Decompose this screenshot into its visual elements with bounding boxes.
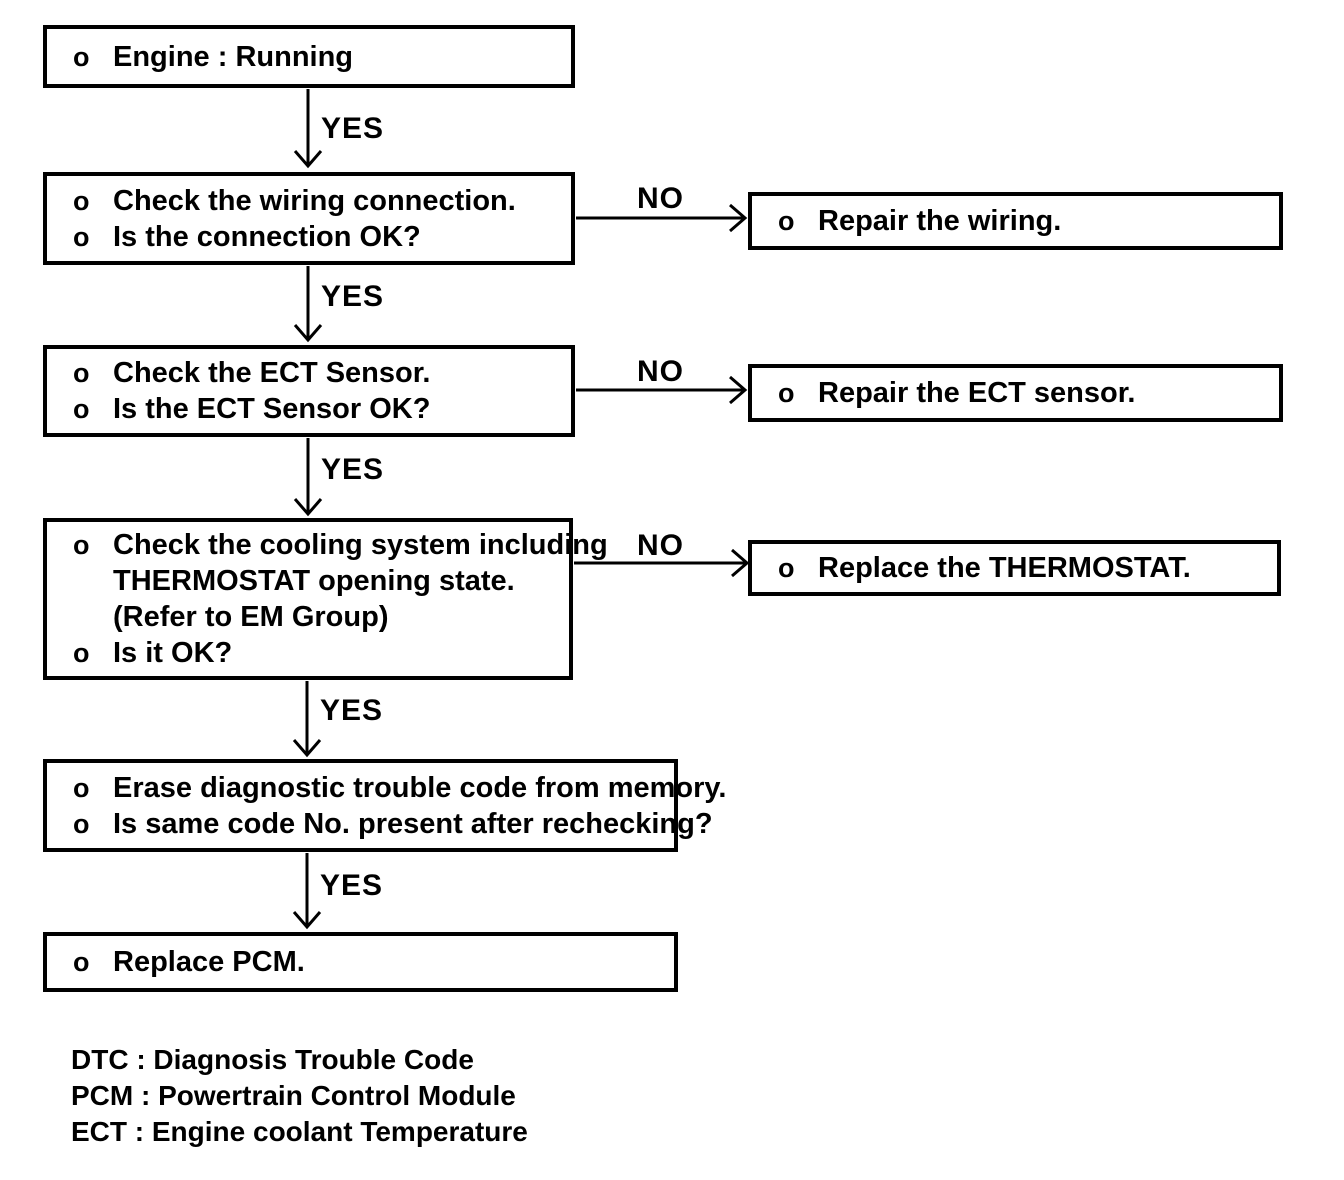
node-repair-ect-sensor: o Repair the ECT sensor. (748, 364, 1283, 422)
node-line: o Is same code No. present after recheck… (47, 806, 713, 842)
bullet-marker: o (73, 358, 90, 388)
bullet-marker: o (778, 553, 795, 583)
label-yes-4: YES (320, 694, 384, 727)
bullet-marker: o (73, 772, 90, 803)
node-line: o Replace PCM. (47, 944, 674, 980)
arrow-yes-5 (292, 853, 322, 930)
node-text: THERMOSTAT opening state. (113, 565, 515, 597)
arrow-yes-1 (293, 89, 323, 169)
node-text: Replace the THERMOSTAT. (818, 552, 1191, 584)
node-text: (Refer to EM Group) (113, 601, 389, 633)
node-text: Is the connection OK? (113, 220, 421, 253)
abbreviation-legend: DTC : Diagnosis Trouble Code PCM : Power… (71, 1042, 528, 1150)
node-text: Is same code No. present after recheckin… (113, 807, 713, 840)
node-text: Check the wiring connection. (113, 184, 516, 217)
node-line: o Is it OK? (47, 635, 569, 671)
legend-pcm: PCM : Powertrain Control Module (71, 1080, 516, 1111)
label-yes-3: YES (321, 453, 385, 486)
node-erase-dtc: o Erase diagnostic trouble code from mem… (43, 759, 726, 852)
arrow-yes-2 (293, 266, 323, 343)
node-text: Is it OK? (113, 637, 233, 669)
arrow-yes-4 (292, 681, 322, 758)
node-line: o Check the ECT Sensor. (47, 355, 571, 391)
node-text: Replace PCM. (113, 946, 305, 978)
node-check-ect-sensor: o Check the ECT Sensor. o Is the ECT Sen… (43, 345, 575, 437)
node-line: (Refer to EM Group) (47, 599, 569, 635)
node-line: o Replace the THERMOSTAT. (752, 550, 1277, 586)
legend-ect: ECT : Engine coolant Temperature (71, 1116, 528, 1147)
bullet-marker: o (73, 394, 90, 424)
node-line: o Is the connection OK? (47, 219, 571, 255)
bullet-marker: o (73, 808, 90, 839)
label-no-1: NO (637, 182, 684, 215)
node-text: Check the ECT Sensor. (113, 357, 431, 389)
bullet-marker: o (73, 530, 90, 560)
node-line: o Repair the wiring. (752, 203, 1279, 239)
node-text: Repair the wiring. (818, 205, 1062, 237)
node-text: Engine : Running (113, 40, 354, 73)
bullet-marker: o (73, 638, 90, 668)
node-line: o Repair the ECT sensor. (752, 375, 1279, 411)
bullet-marker: o (778, 206, 795, 236)
node-line: o Is the ECT Sensor OK? (47, 391, 571, 427)
bullet-marker: o (778, 378, 795, 408)
node-line: o Check the cooling system including (47, 527, 608, 563)
bullet-marker: o (73, 221, 90, 252)
node-engine-running: o Engine : Running (43, 25, 575, 88)
label-yes-2: YES (321, 280, 385, 313)
arrow-yes-3 (293, 438, 323, 517)
node-text: Is the ECT Sensor OK? (113, 393, 431, 425)
node-replace-pcm: o Replace PCM. (43, 932, 678, 992)
label-yes-5: YES (320, 869, 384, 902)
node-line: THERMOSTAT opening state. (47, 563, 569, 599)
legend-dtc: DTC : Diagnosis Trouble Code (71, 1044, 474, 1075)
node-text: Repair the ECT sensor. (818, 377, 1136, 409)
node-line: o Check the wiring connection. (47, 183, 571, 219)
bullet-marker: o (73, 185, 90, 216)
label-yes-1: YES (321, 112, 385, 145)
label-no-3: NO (637, 529, 684, 562)
node-check-wiring: o Check the wiring connection. o Is the … (43, 172, 575, 265)
label-no-2: NO (637, 355, 684, 388)
node-replace-thermostat: o Replace the THERMOSTAT. (748, 540, 1281, 596)
bullet-marker: o (73, 41, 90, 72)
node-text: Erase diagnostic trouble code from memor… (113, 771, 727, 804)
bullet-marker: o (73, 947, 90, 977)
node-text: Check the cooling system including (113, 529, 608, 561)
node-line: o Erase diagnostic trouble code from mem… (47, 770, 726, 806)
node-check-cooling-system: o Check the cooling system including THE… (43, 518, 608, 680)
node-line: o Engine : Running (47, 39, 571, 75)
node-repair-wiring: o Repair the wiring. (748, 192, 1283, 250)
